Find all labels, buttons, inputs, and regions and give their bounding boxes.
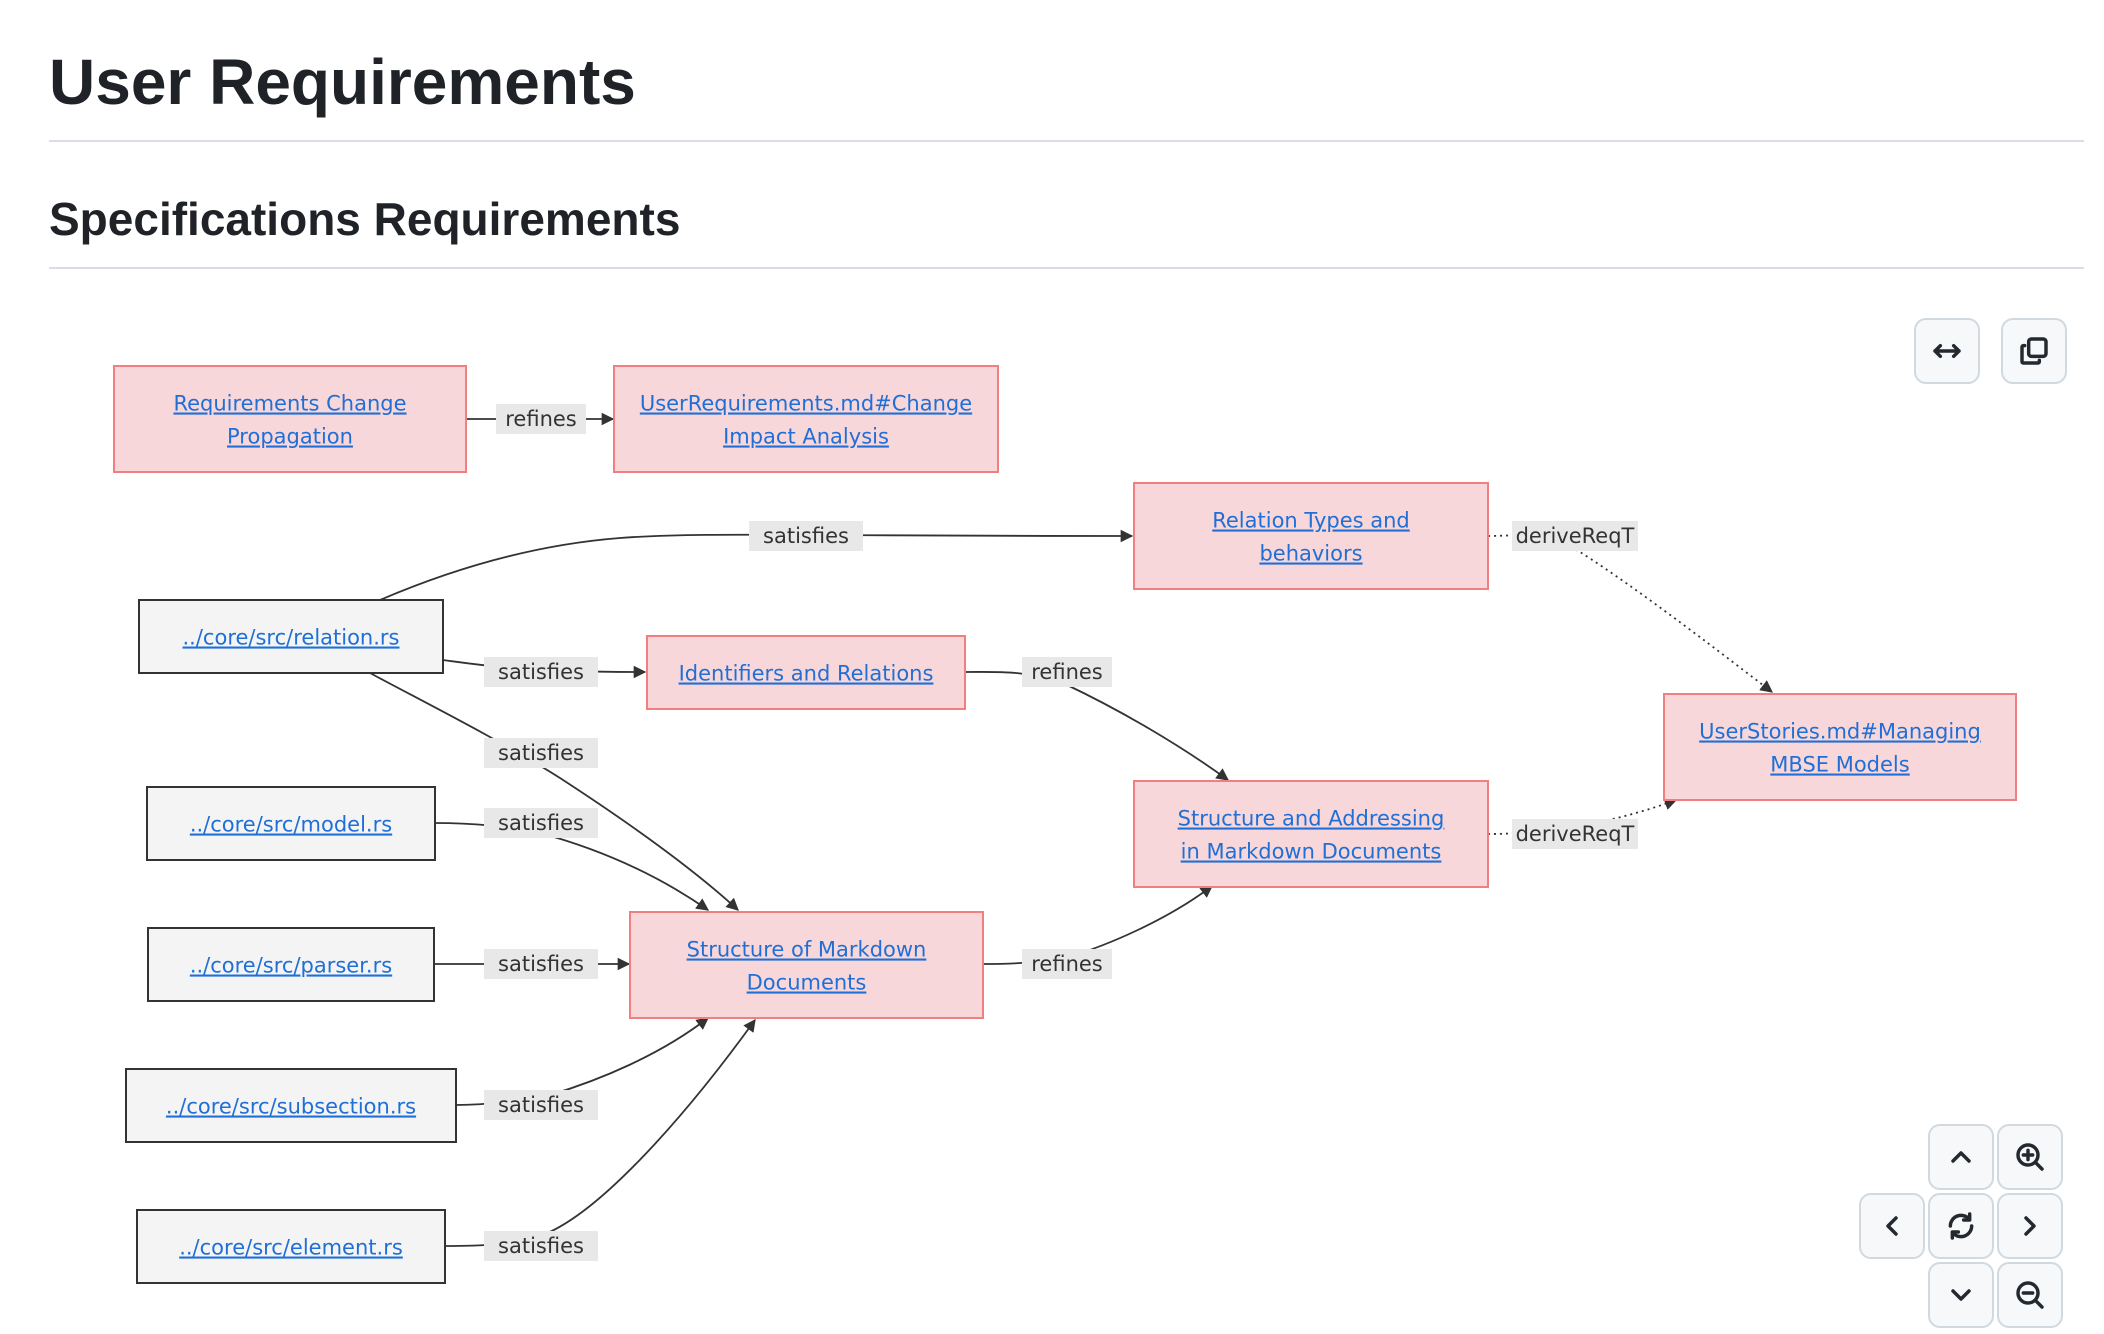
zoom-in-icon [2016,1143,2044,1171]
node-link[interactable]: Structure and Addressing [1178,807,1445,831]
edge-n7-n6 [1487,798,1678,835]
edge-label-background [484,949,598,979]
node-link[interactable]: Impact Analysis [723,425,889,449]
fit-width-button[interactable] [1914,318,1980,384]
edge-label: refines [505,407,577,431]
requirement-node-n3[interactable]: Relation Types and behaviors [1133,482,1489,590]
node-box [1133,780,1489,888]
edge-label-background [1022,949,1112,979]
reset-view-button[interactable] [1928,1193,1994,1259]
edge-label-background [484,1090,598,1120]
node-link[interactable]: Documents [747,971,867,995]
edge-n4-n10 [369,672,739,911]
node-link[interactable]: ../core/src/model.rs [190,813,392,837]
edge-label: satisfies [498,660,584,684]
chevron-left-icon [1886,1216,1898,1236]
section-title: Specifications Requirements [49,193,681,245]
node-box [125,1068,457,1143]
edge-n4-n3 [379,529,1134,601]
file-node-n8[interactable]: ../core/src/model.rs [146,786,436,861]
pan-up-button[interactable] [1928,1124,1994,1190]
node-box [1663,693,2017,801]
node-box [646,635,966,710]
edge-label-background [749,521,863,551]
edge-n12-n10 [444,1018,756,1247]
edge-label: deriveReqT [1516,822,1635,846]
node-link[interactable]: ../core/src/relation.rs [183,626,400,650]
horizontal-arrows-icon [1933,343,1961,359]
node-link[interactable]: behaviors [1259,542,1362,566]
edge-label-background [484,657,598,687]
requirement-node-n10[interactable]: Structure of Markdown Documents [629,911,984,1019]
file-node-n9[interactable]: ../core/src/parser.rs [147,927,435,1002]
edge-label: satisfies [498,811,584,835]
chevron-right-icon [2024,1216,2036,1236]
file-node-n4[interactable]: ../core/src/relation.rs [138,599,444,674]
edge-label-background [484,738,598,768]
node-box [613,365,999,473]
node-link[interactable]: UserStories.md#Managing [1699,720,1981,744]
node-link[interactable]: Relation Types and [1212,509,1410,533]
node-box [138,599,444,674]
node-link[interactable]: ../core/src/subsection.rs [166,1095,416,1119]
edge-label: satisfies [763,524,849,548]
requirement-node-n5[interactable]: Identifiers and Relations [646,635,966,710]
zoom-out-button[interactable] [1997,1262,2063,1328]
node-link[interactable]: Identifiers and Relations [679,662,934,686]
node-link[interactable]: Propagation [227,425,353,449]
refresh-icon [1948,1212,1974,1240]
pan-right-button[interactable] [1997,1193,2063,1259]
edge-label-background [1512,521,1638,551]
node-link[interactable]: Requirements Change [173,392,406,416]
edge-label: satisfies [498,1234,584,1258]
edge-label: satisfies [498,952,584,976]
requirement-node-n6[interactable]: UserStories.md#Managing MBSE Models [1663,693,2017,801]
zoom-out-icon [2016,1281,2044,1309]
page-title: User Requirements [49,46,636,118]
edge-label: satisfies [498,741,584,765]
chevron-down-icon [1951,1289,1971,1301]
node-link[interactable]: Structure of Markdown [687,938,927,962]
copy-icon [2020,337,2048,365]
node-link[interactable]: in Markdown Documents [1181,840,1442,864]
copy-button[interactable] [2001,318,2067,384]
edge-label-background [1512,819,1638,849]
node-link[interactable]: ../core/src/parser.rs [190,954,392,978]
node-link[interactable]: ../core/src/element.rs [179,1236,403,1260]
node-box [147,927,435,1002]
chevron-up-icon [1951,1151,1971,1163]
requirement-node-n2[interactable]: UserRequirements.md#Change Impact Analys… [613,365,999,473]
node-link[interactable]: MBSE Models [1770,753,1909,777]
edge-label: satisfies [498,1093,584,1117]
requirement-node-n7[interactable]: Structure and Addressing in Markdown Doc… [1133,780,1489,888]
requirement-node-n1[interactable]: Requirements Change Propagation [113,365,467,473]
edge-n3-n6 [1487,534,1774,693]
edge-label-background [484,1231,598,1261]
node-link[interactable]: UserRequirements.md#Change [640,392,972,416]
edge-n5-n7 [964,671,1230,781]
edge-label-background [1022,657,1112,687]
node-box [629,911,984,1019]
pan-down-button[interactable] [1928,1262,1994,1328]
edge-label-background [496,404,586,434]
edge-label: refines [1031,952,1103,976]
node-box [1133,482,1489,590]
edge-label-background [484,808,598,838]
edge-label: deriveReqT [1516,524,1635,548]
title-divider [49,140,2084,142]
file-node-n12[interactable]: ../core/src/element.rs [136,1209,446,1284]
file-node-n11[interactable]: ../core/src/subsection.rs [125,1068,457,1143]
node-box [113,365,467,473]
zoom-in-button[interactable] [1997,1124,2063,1190]
edge-label: refines [1031,660,1103,684]
pan-left-button[interactable] [1859,1193,1925,1259]
node-box [146,786,436,861]
node-box [136,1209,446,1284]
section-divider [49,267,2084,269]
